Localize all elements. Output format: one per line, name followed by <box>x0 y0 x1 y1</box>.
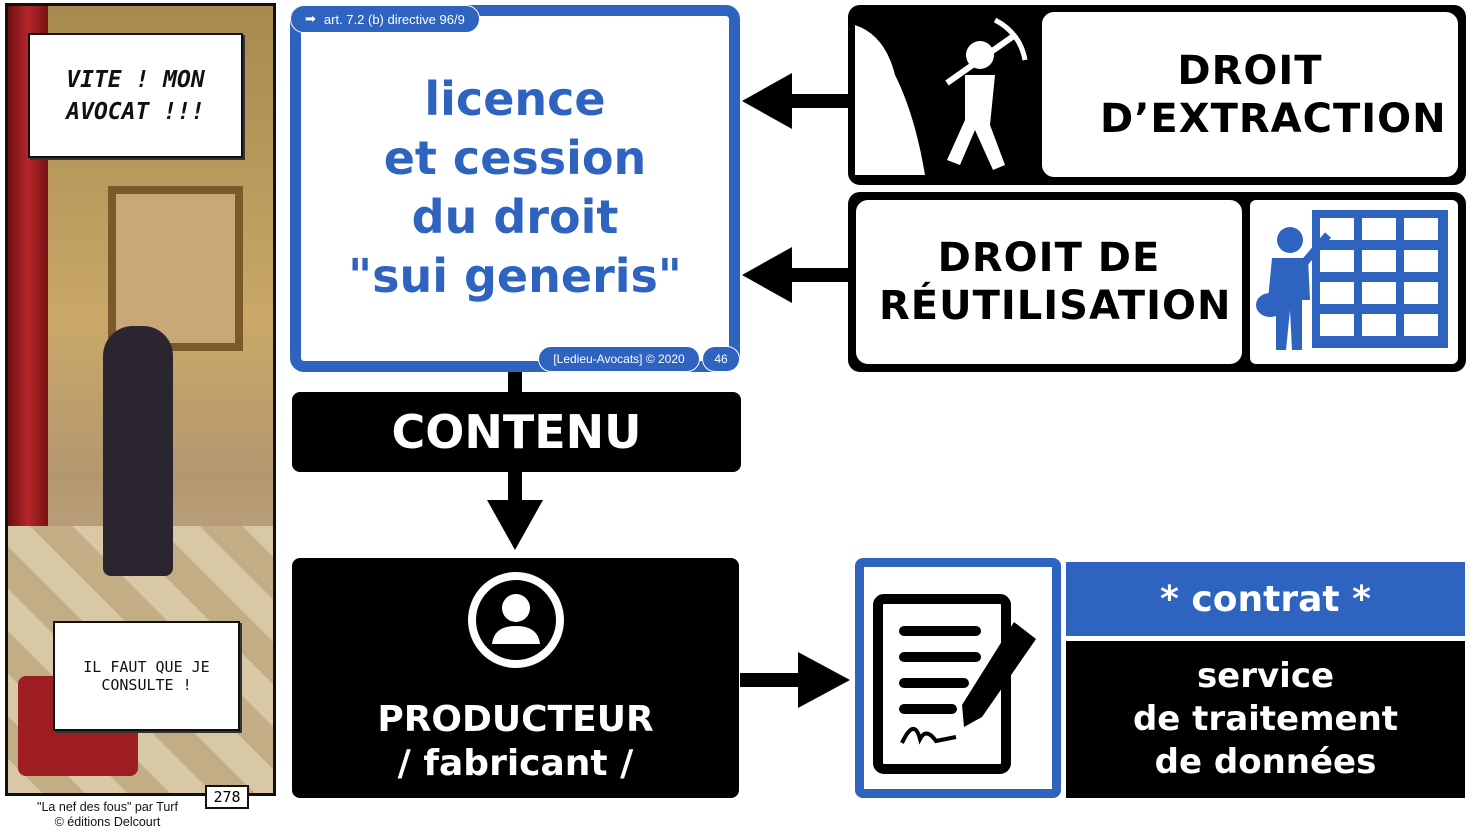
arrow-left-icon <box>742 73 792 129</box>
arrow-shaft <box>790 268 850 282</box>
arrow-shaft <box>508 472 522 502</box>
title-line: "sui generis" <box>348 249 682 303</box>
comic-page-number: 278 <box>205 785 249 809</box>
service-line: de données <box>1154 742 1377 782</box>
connector-line <box>508 372 522 394</box>
arrow-right-icon: ➡ <box>305 11 316 26</box>
main-title: licence et cession du droit "sui generis… <box>300 70 730 306</box>
reuse-label: DROIT DE RÉUTILISATION <box>856 200 1242 364</box>
producteur-box: PRODUCTEUR / fabricant / <box>292 558 739 798</box>
article-tab: ➡ art. 7.2 (b) directive 96/9 <box>290 5 480 33</box>
comic-credit: "La nef des fous" par Turf © éditions De… <box>0 800 215 830</box>
speech-bubble-bottom: IL FAUT QUE JE CONSULTE ! <box>53 621 240 731</box>
main-title-box <box>290 5 740 372</box>
comic-character <box>103 326 173 576</box>
contract-icon-box <box>855 558 1061 798</box>
producteur-title: PRODUCTEUR <box>377 699 654 740</box>
contrat-banner: * contrat * <box>1066 562 1465 636</box>
credit-line-2: © éditions Delcourt <box>54 815 161 829</box>
mail-sorter-icon <box>1250 200 1458 364</box>
contenu-box: CONTENU <box>292 392 741 472</box>
producteur-subtitle: / fabricant / <box>397 743 634 784</box>
arrow-shaft <box>790 94 850 108</box>
service-line: de traitement <box>1132 699 1399 739</box>
speech-bubble-top: VITE ! MON AVOCAT !!! <box>28 33 243 158</box>
article-reference: art. 7.2 (b) directive 96/9 <box>323 11 465 27</box>
reuse-text: DROIT DE RÉUTILISATION <box>879 235 1232 329</box>
arrow-shaft <box>740 673 802 687</box>
extraction-text: DROIT D’EXTRACTION <box>1100 47 1447 142</box>
comic-painting <box>108 186 243 351</box>
arrow-right-icon <box>798 652 850 708</box>
service-box: service de traitement de données <box>1066 641 1465 798</box>
arrow-down-icon <box>487 500 543 550</box>
title-line: et cession <box>383 131 647 185</box>
slide-number: 46 <box>702 346 740 372</box>
miner-icon <box>855 15 1035 175</box>
user-icon <box>467 572 564 668</box>
contract-signature-icon <box>873 594 1036 774</box>
service-line: service <box>1196 656 1335 696</box>
title-line: licence <box>424 72 606 126</box>
comic-panel: VITE ! MON AVOCAT !!! IL FAUT QUE JE CON… <box>5 3 276 796</box>
footer-credit: [Ledieu-Avocats] © 2020 <box>538 346 700 372</box>
arrow-left-icon <box>742 247 792 303</box>
title-line: du droit <box>411 190 619 244</box>
credit-line-1: "La nef des fous" par Turf <box>37 800 178 814</box>
extraction-label: DROIT D’EXTRACTION <box>1042 12 1458 177</box>
